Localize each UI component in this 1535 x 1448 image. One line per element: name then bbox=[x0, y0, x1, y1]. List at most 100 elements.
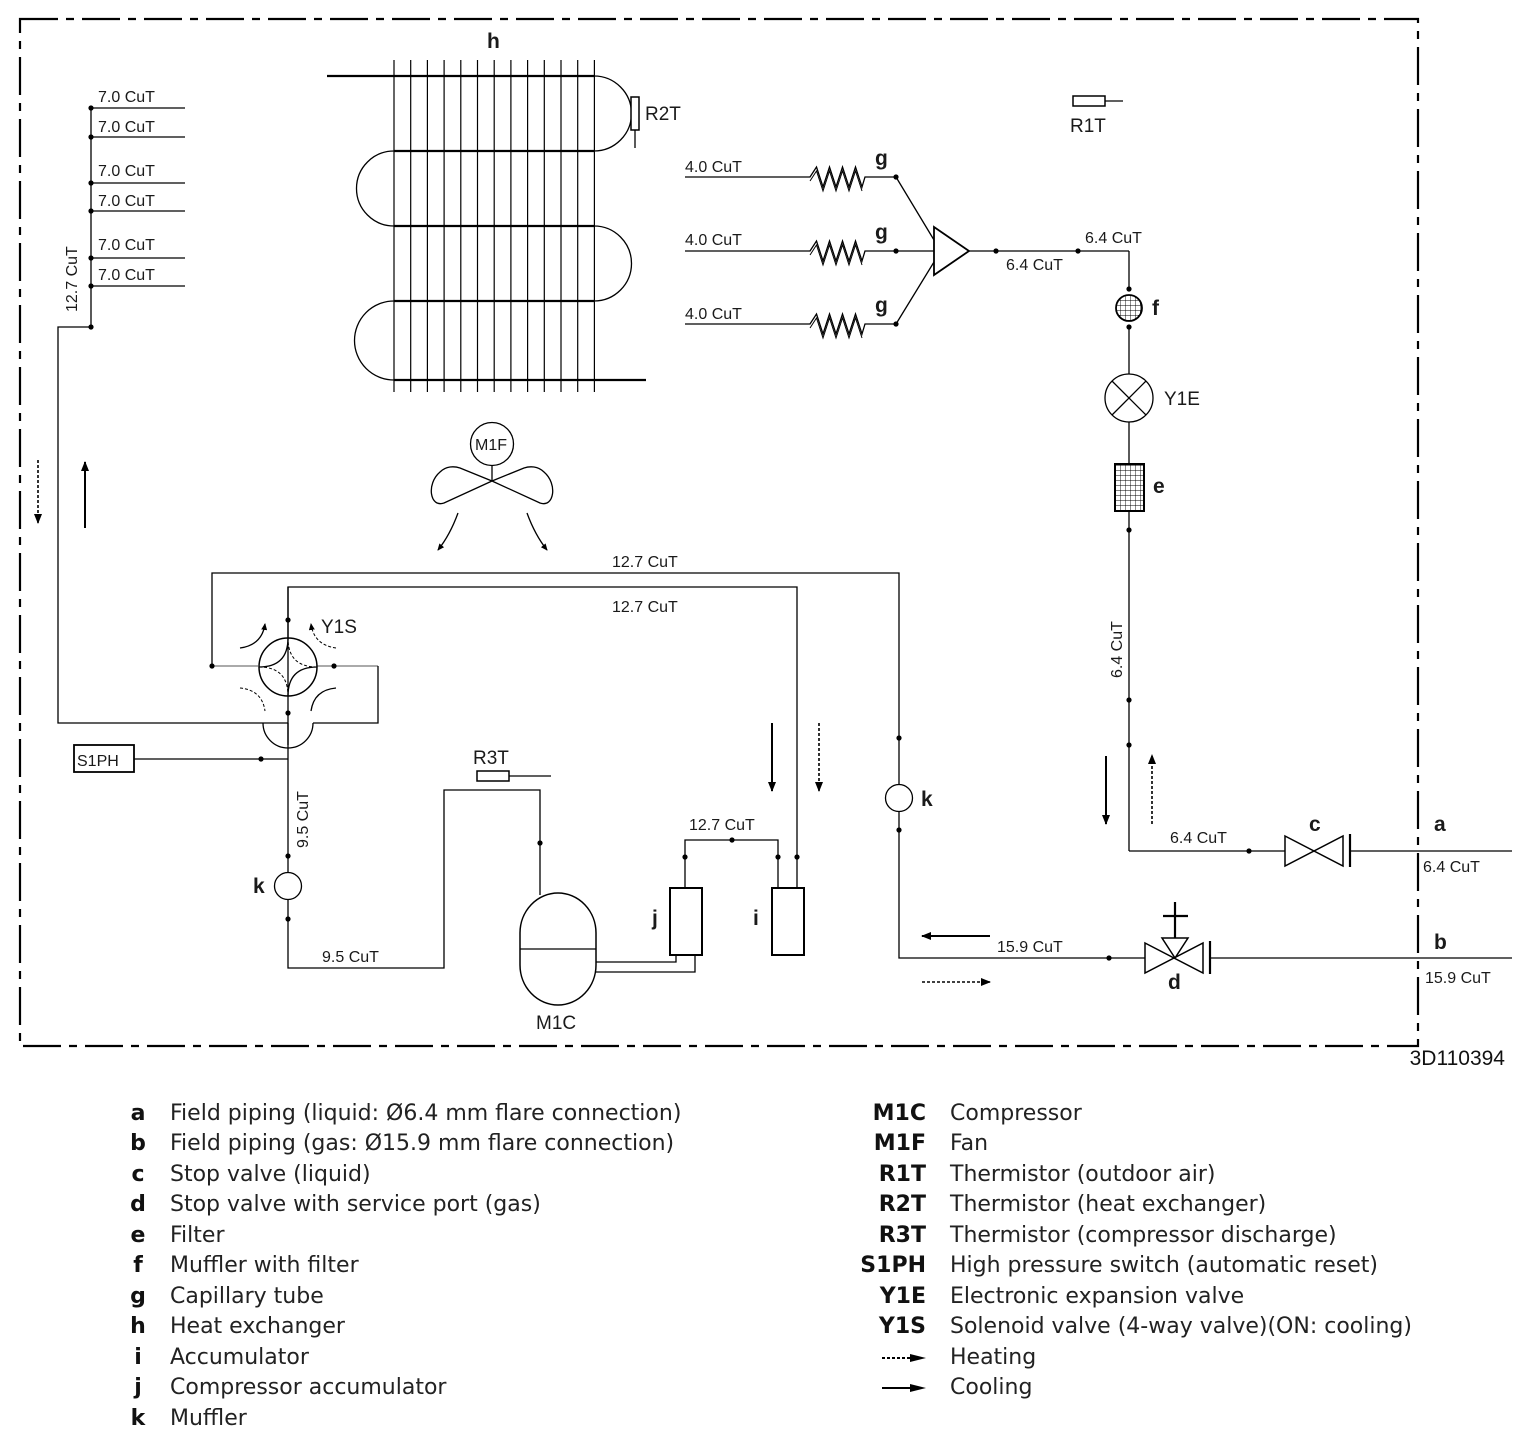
m1f-label: M1F bbox=[475, 437, 507, 454]
pipe-label-discharge-horizontal: 9.5 CuT bbox=[322, 949, 379, 966]
accumulator-label: i bbox=[753, 907, 759, 930]
pipe-label-distributor-out: 6.4 CuT bbox=[1006, 257, 1063, 274]
discharge-line bbox=[273, 789, 543, 969]
s1ph-label: S1PH bbox=[77, 753, 119, 770]
legend-description: Filter bbox=[170, 1222, 225, 1248]
pipe-label-branch-1: 7.0 CuT bbox=[98, 89, 155, 106]
legend-key: g bbox=[130, 1283, 146, 1309]
thermistor-r1t-icon bbox=[1072, 95, 1123, 107]
liquid-line bbox=[1129, 834, 1512, 868]
high-pressure-switch-icon bbox=[73, 744, 288, 773]
legend-item: Heating bbox=[850, 1342, 1412, 1373]
header-manifold bbox=[57, 105, 288, 724]
r2t-label: R2T bbox=[645, 104, 681, 125]
gas-line bbox=[884, 783, 1512, 975]
legend-key: R1T bbox=[878, 1161, 926, 1187]
muffler-filter-label: f bbox=[1152, 297, 1160, 320]
muffler-label-2: k bbox=[921, 788, 933, 811]
legend-key: j bbox=[134, 1375, 142, 1401]
r3t-label: R3T bbox=[473, 748, 509, 769]
legend-key: Y1S bbox=[878, 1314, 926, 1340]
legend-key: M1F bbox=[873, 1131, 926, 1157]
legend-description: Thermistor (heat exchanger) bbox=[950, 1192, 1267, 1218]
compressor-m1c-icon bbox=[519, 892, 696, 1006]
legend-item: f Muffler with filter bbox=[120, 1251, 681, 1282]
legend-item: d Stop valve with service port (gas) bbox=[120, 1190, 681, 1221]
legend-description: Heating bbox=[950, 1344, 1037, 1370]
stop-valve-liquid-label: c bbox=[1309, 813, 1321, 836]
legend-key: d bbox=[130, 1192, 146, 1218]
capillary-label-1: g bbox=[875, 147, 888, 170]
legend-description: Electronic expansion valve bbox=[950, 1283, 1245, 1309]
legend-key: e bbox=[130, 1222, 146, 1248]
legend-description: Stop valve (liquid) bbox=[170, 1161, 371, 1187]
y1e-label: Y1E bbox=[1164, 389, 1200, 410]
pipe-label-to-muffler: 6.4 CuT bbox=[1085, 230, 1142, 247]
pipe-label-liquid-horizontal: 6.4 CuT bbox=[1170, 830, 1227, 847]
document-id: 3D110394 bbox=[1409, 1047, 1505, 1070]
legend-key: f bbox=[133, 1253, 143, 1279]
field-piping-gas-label: b bbox=[1434, 931, 1447, 954]
pipe-label-branch-2: 7.0 CuT bbox=[98, 119, 155, 136]
pipe-label-accumulator-link: 12.7 CuT bbox=[689, 817, 755, 834]
legend-description: Stop valve with service port (gas) bbox=[170, 1192, 541, 1218]
m1c-label: M1C bbox=[536, 1013, 576, 1034]
fan-m1f-icon bbox=[430, 421, 554, 551]
thermistor-r3t-icon bbox=[476, 770, 551, 782]
legend-key: M1C bbox=[872, 1100, 926, 1126]
legend-item: a Field piping (liquid: Ø6.4 mm flare con… bbox=[120, 1098, 682, 1129]
legend-description: Muffler with filter bbox=[170, 1253, 359, 1279]
pipe-label-branch-4: 7.0 CuT bbox=[98, 193, 155, 210]
legend-description: Field piping (gas: Ø15.9 mm flare connec… bbox=[170, 1131, 675, 1157]
pipe-label-header: 12.7 CuT bbox=[64, 246, 81, 312]
capillary-tubes bbox=[685, 164, 899, 340]
legend-description: Thermistor (compressor discharge) bbox=[950, 1222, 1337, 1248]
capillary-label-3: g bbox=[875, 294, 888, 317]
pipe-label-branch-5: 7.0 CuT bbox=[98, 237, 155, 254]
legend-description: Fan bbox=[950, 1131, 989, 1157]
refrigerant-piping-diagram: 7.0 CuT 7.0 CuT 7.0 CuT 7.0 CuT 7.0 CuT … bbox=[18, 17, 1512, 1048]
filter-icon bbox=[1114, 463, 1145, 851]
legend-description: Accumulator bbox=[170, 1344, 309, 1370]
pipe-label-branch-3: 7.0 CuT bbox=[98, 163, 155, 180]
legend-key: i bbox=[134, 1344, 142, 1370]
legend-key: Y1E bbox=[879, 1283, 926, 1309]
capillary-label-2: g bbox=[875, 221, 888, 244]
pipe-label-cap-2: 4.0 CuT bbox=[685, 232, 742, 249]
legend-description: Muffler bbox=[170, 1405, 247, 1431]
y1s-label: Y1S bbox=[321, 617, 357, 638]
legend-key: a bbox=[130, 1100, 146, 1126]
dashed-arrow-icon bbox=[850, 1345, 926, 1370]
pipe-label-cap-1: 4.0 CuT bbox=[685, 159, 742, 176]
expansion-valve-y1e-icon bbox=[1104, 373, 1154, 464]
muffler-with-filter-icon bbox=[1115, 286, 1143, 375]
pipe-label-liquid-vertical: 6.4 CuT bbox=[1109, 621, 1126, 678]
legend-item: S1PH High pressure switch (automatic rese… bbox=[850, 1251, 1412, 1282]
legend-description: Field piping (liquid: Ø6.4 mm flare conn… bbox=[170, 1100, 682, 1126]
legend-description: High pressure switch (automatic reset) bbox=[950, 1253, 1378, 1279]
heat-exchanger-label: h bbox=[487, 30, 500, 53]
legend-key: S1PH bbox=[860, 1253, 926, 1279]
solid-arrow-icon bbox=[850, 1375, 926, 1400]
pipe-label-top-1: 12.7 CuT bbox=[612, 554, 678, 571]
four-way-valve-y1s-icon bbox=[209, 587, 379, 800]
legend-description: Cooling bbox=[950, 1375, 1033, 1401]
legend-item: e Filter bbox=[120, 1220, 681, 1251]
legend-description: Compressor bbox=[950, 1100, 1082, 1126]
legend-description: Solenoid valve (4-way valve)(ON: cooling… bbox=[950, 1314, 1412, 1340]
legend-key: c bbox=[131, 1161, 145, 1187]
pipe-label-cap-3: 4.0 CuT bbox=[685, 306, 742, 323]
legend-item: M1F Fan bbox=[850, 1129, 1412, 1160]
legend-key: h bbox=[130, 1314, 146, 1340]
unit-boundary bbox=[18, 17, 1420, 1048]
legend-left: a Field piping (liquid: Ø6.4 mm flare con… bbox=[120, 1098, 681, 1434]
legend-item: M1C Compressor bbox=[850, 1098, 1412, 1129]
